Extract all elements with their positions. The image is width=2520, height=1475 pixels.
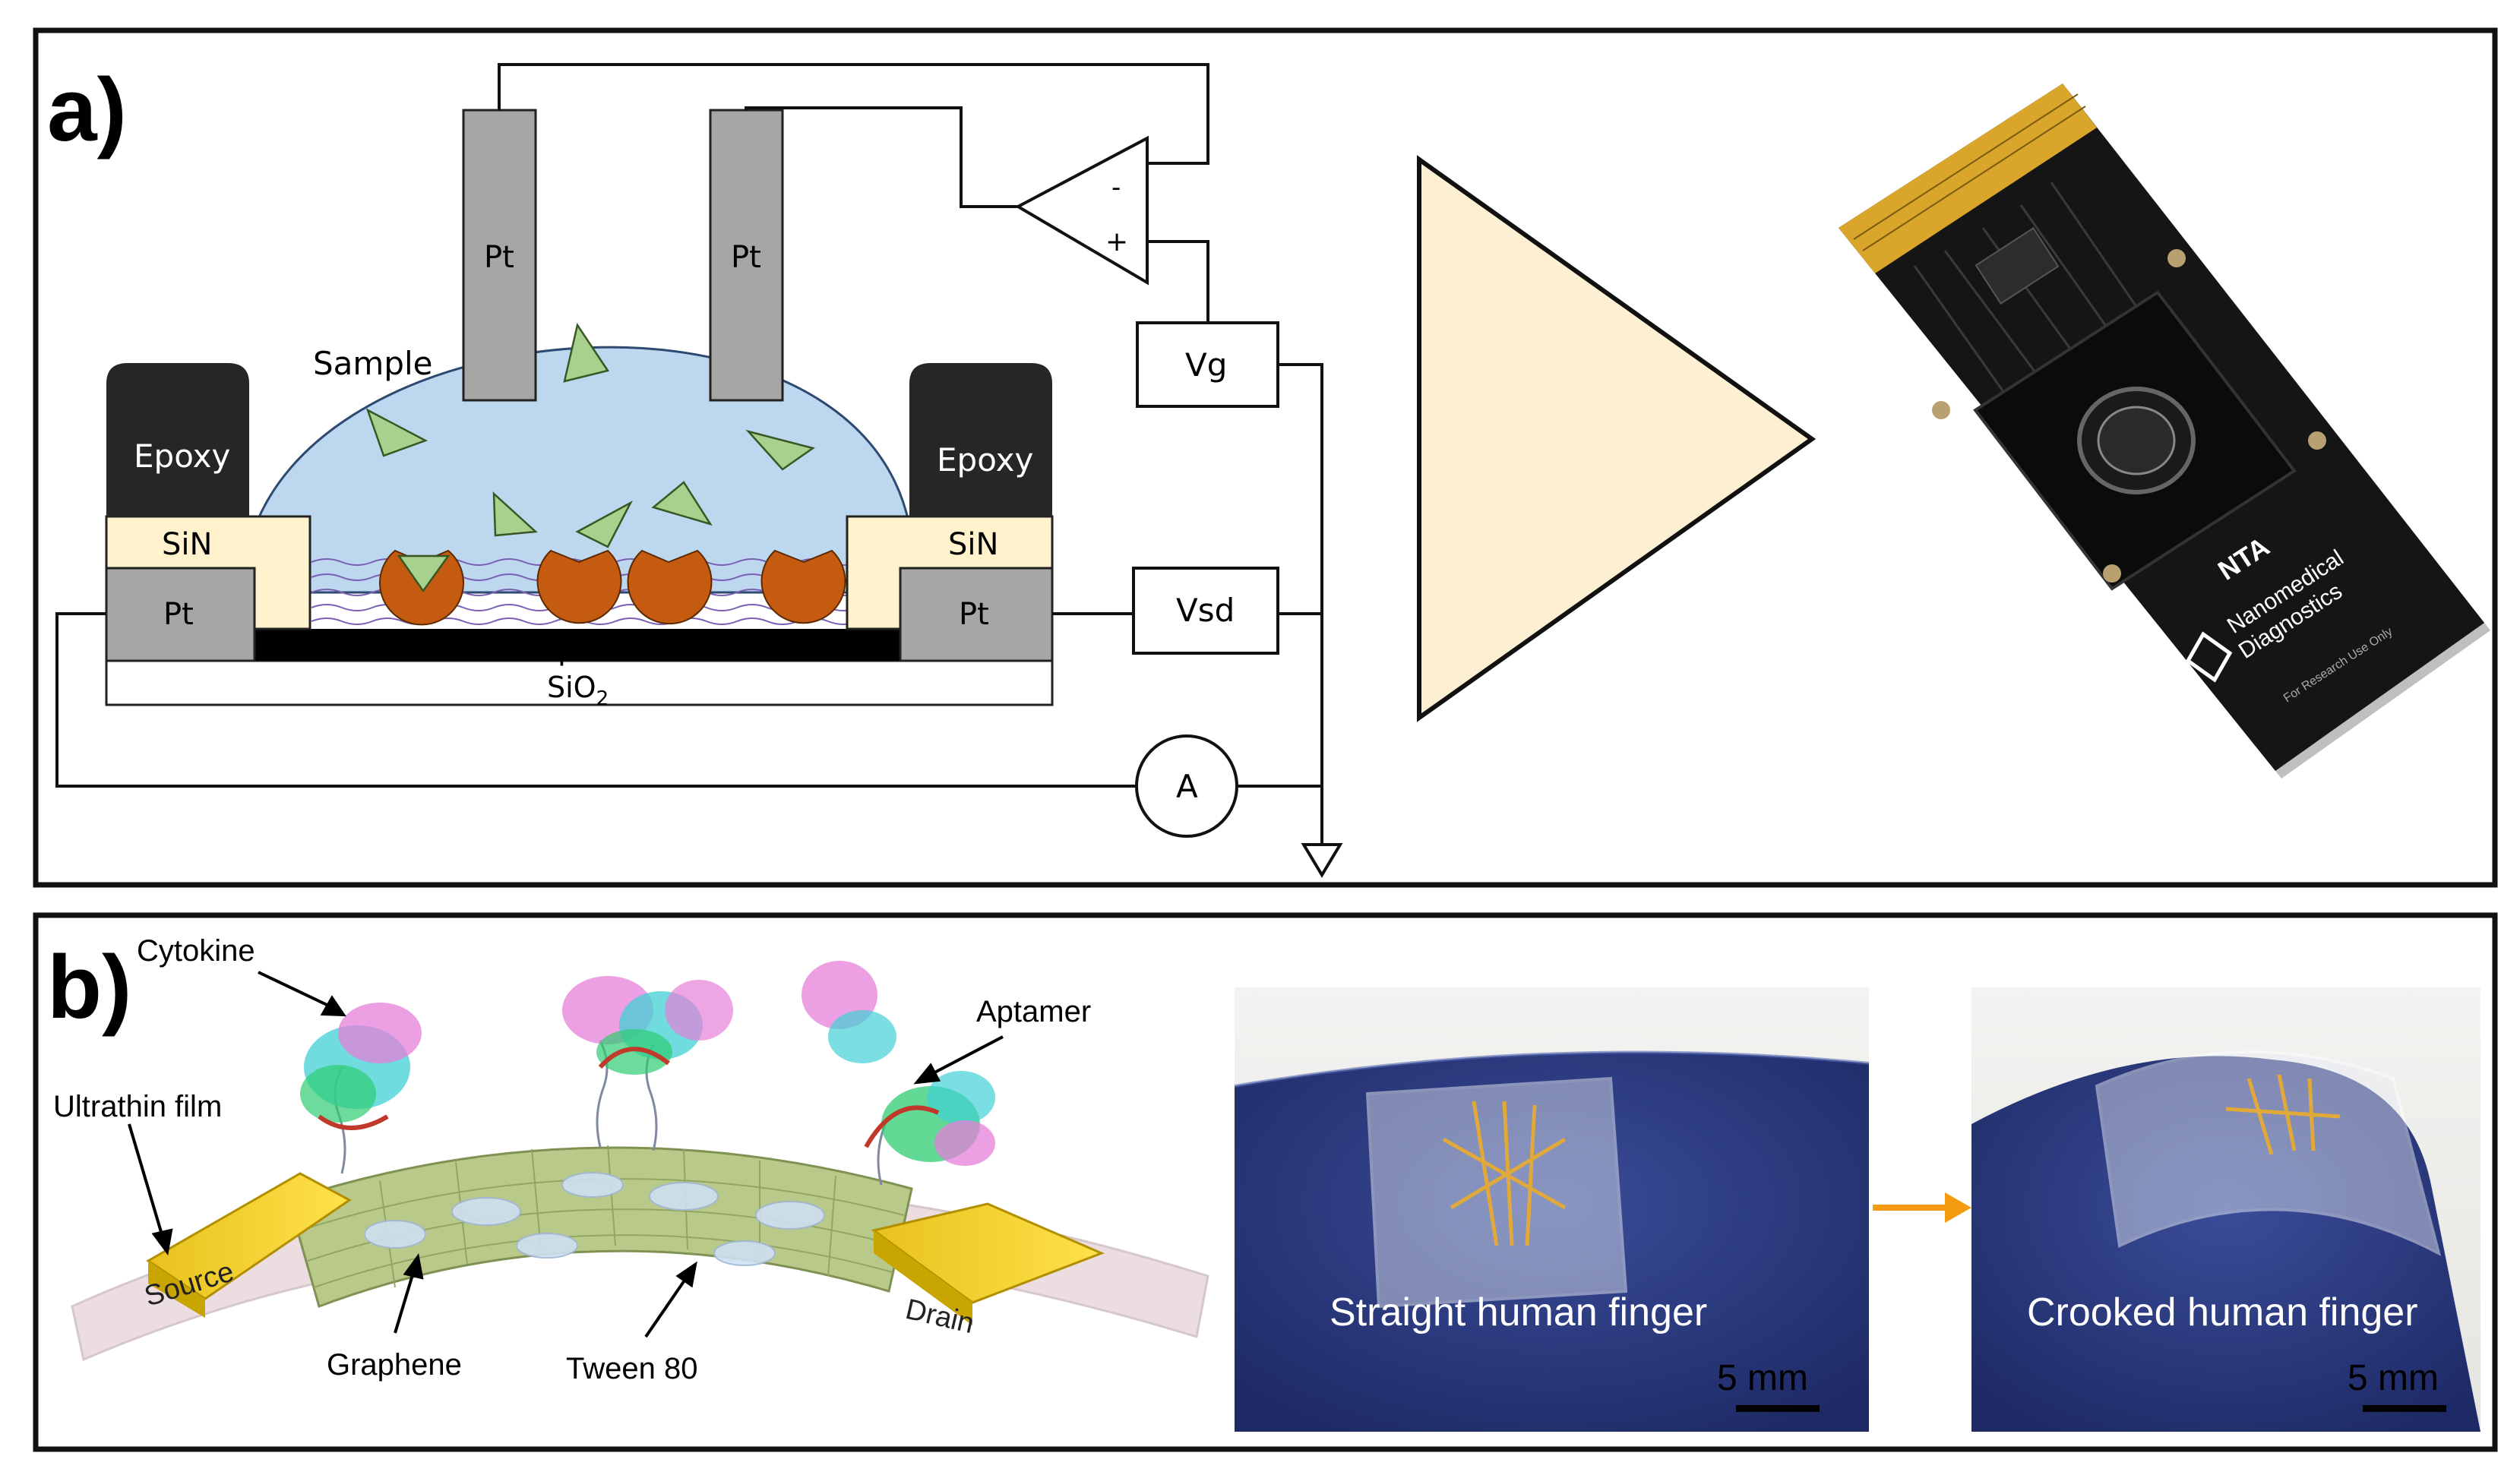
pt-top-right (709, 109, 784, 402)
ammeter-label: A (1176, 768, 1198, 805)
flexible-device-diagram: Source Drain (53, 934, 1209, 1385)
scale-bar-straight (1736, 1405, 1820, 1412)
wires (55, 63, 1323, 845)
photo-straight-finger: Straight human finger 5 mm (1234, 987, 1870, 1432)
caption-straight: Straight human finger (1330, 1290, 1707, 1334)
cytokine-protein-2 (562, 976, 733, 1075)
pt-bottom-right (899, 567, 1054, 662)
scale-bar-crooked (2363, 1405, 2446, 1412)
cytokine-protein-1 (300, 1003, 422, 1130)
photo-crooked-finger: Crooked human finger 5 mm (1971, 987, 2480, 1432)
ground-symbol (1301, 843, 1343, 878)
caption-crooked: Crooked human finger (2027, 1290, 2418, 1334)
scale-straight: 5 mm (1717, 1358, 1808, 1398)
epoxy-right-label: Epoxy (937, 441, 1033, 479)
opamp (1014, 135, 1149, 286)
vsd-box (1132, 567, 1279, 655)
panel-b-label: b) (47, 937, 131, 1038)
graphene-label: Graphene (503, 632, 653, 667)
brand-logo (2185, 631, 2233, 683)
pt-top-right-label: Pt (731, 240, 761, 275)
transform-arrow (1873, 1192, 1971, 1223)
tape-patch-crooked (2095, 1050, 2442, 1256)
vg-label: Vg (1185, 346, 1227, 384)
sin-right-label: SiN (948, 527, 998, 562)
epoxy-right (909, 363, 1052, 516)
pt-bottom-left-label: Pt (163, 597, 194, 632)
scale-crooked: 5 mm (2348, 1358, 2439, 1398)
opamp-minus: - (1111, 172, 1121, 203)
sample-label: Sample (313, 345, 432, 382)
tween-label: Tween 80 (566, 1352, 697, 1385)
aptamer-label: Aptamer (976, 995, 1091, 1028)
transition-arrow (1417, 155, 1816, 722)
chip-connector (1839, 84, 2097, 273)
vsd-label: Vsd (1176, 592, 1235, 629)
vg-box (1136, 321, 1279, 408)
sample-droplet (242, 346, 915, 594)
pt-bottom-right-label: Pt (959, 597, 989, 632)
schematic: - + Pt Pt Sample Epoxy Epoxy SiN SiN Pt … (55, 63, 1343, 878)
ultrathin-film-label: Ultrathin film (53, 1090, 222, 1123)
analyte-triangles (365, 322, 815, 593)
sio2-label: SiO2 (547, 671, 609, 710)
chip-ic (1975, 226, 2060, 305)
sio2-substrate (105, 659, 1054, 706)
ammeter (1135, 734, 1238, 838)
cytokine-protein-3 (802, 961, 995, 1166)
sin-left-label: SiN (162, 527, 212, 562)
pt-top-left (462, 109, 537, 402)
graphene-layer (251, 629, 904, 661)
pt-bottom-left (105, 567, 256, 662)
tape-patch-straight (1365, 1076, 1628, 1309)
chip-photo: NTA Nanomedical Diagnostics For Research… (1839, 84, 2490, 779)
opamp-plus: + (1105, 226, 1128, 257)
graphene-b-label: Graphene (327, 1348, 462, 1382)
epoxy-left (106, 363, 249, 516)
cytokine-label: Cytokine (137, 934, 255, 968)
pt-top-left-label: Pt (484, 240, 514, 275)
epoxy-left-label: Epoxy (134, 437, 230, 475)
panel-a-label: a) (47, 60, 127, 160)
antibodies (379, 549, 846, 626)
